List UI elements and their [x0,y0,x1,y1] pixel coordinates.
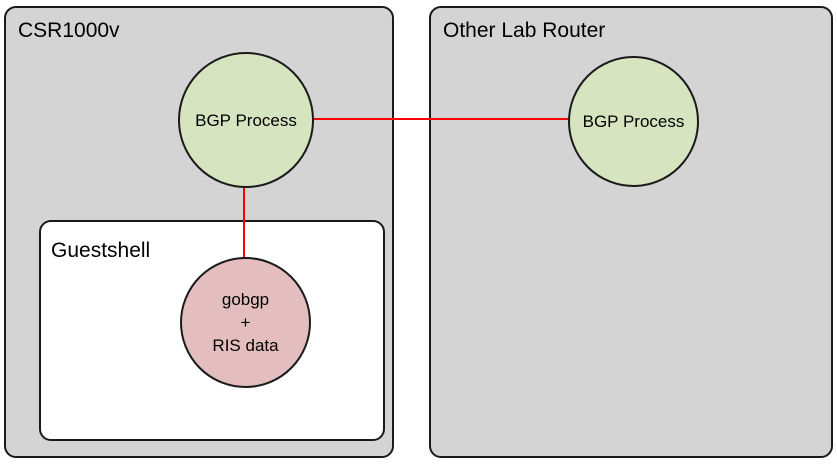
container-other-lab-router-label: Other Lab Router [443,19,606,42]
node-bgp-process-other[interactable]: BGP Process [568,56,699,187]
node-bgp-process-csr[interactable]: BGP Process [178,52,314,188]
node-bgp-process-other-label: BGP Process [582,112,685,131]
container-guestshell[interactable]: Guestshell [39,220,385,441]
link-bgp-process-to-bgp-process [310,118,570,120]
container-guestshell-label: Guestshell [51,239,151,262]
node-bgp-process-csr-label: BGP Process [195,110,297,130]
container-csr1000v-label: CSR1000v [18,19,120,42]
link-bgp-process-to-gobgp [243,184,245,260]
node-gobgp-ris-data[interactable]: gobgp + RIS data [180,257,311,388]
node-gobgp-label-line-1: gobgp [221,290,270,309]
node-gobgp-label-line-2: + [240,313,251,332]
node-gobgp-label-line-3: RIS data [212,336,279,355]
